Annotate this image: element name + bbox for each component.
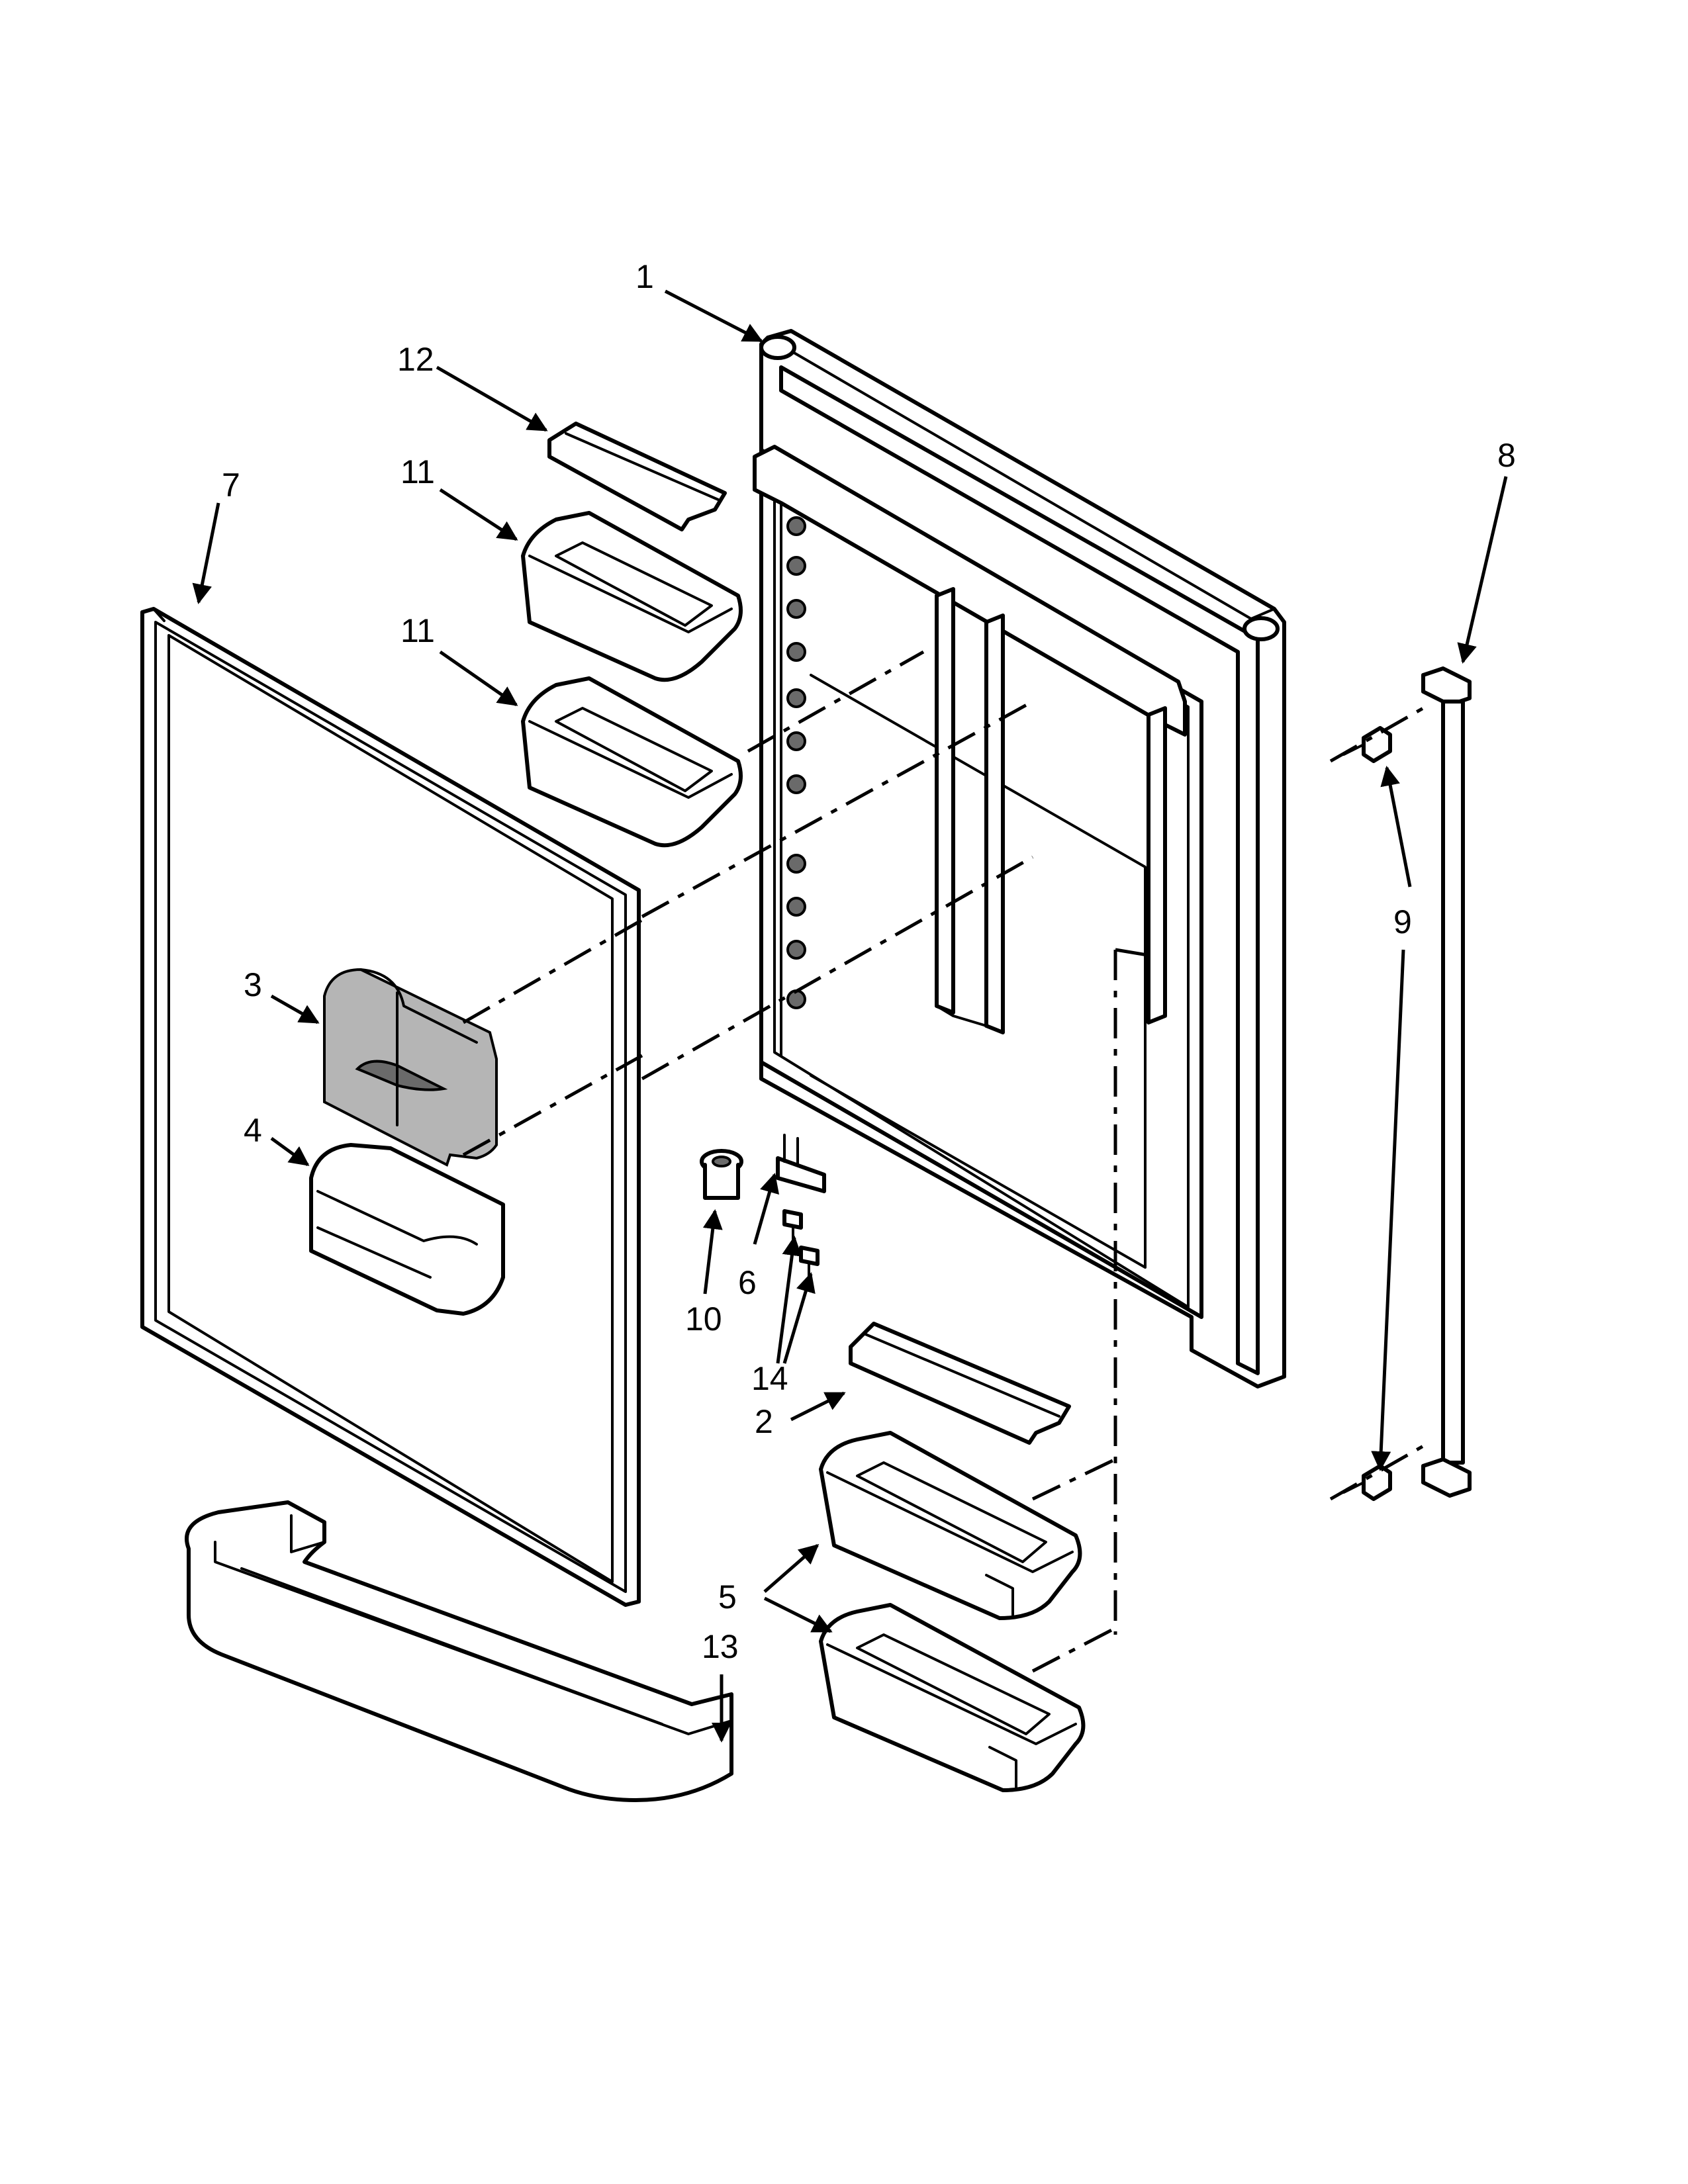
callout-1: 1 bbox=[635, 258, 654, 295]
shelf-peg-row bbox=[786, 516, 806, 1009]
callout-11-lower: 11 bbox=[400, 612, 435, 649]
top-shelf-cover bbox=[547, 422, 727, 531]
callout-6: 6 bbox=[738, 1264, 757, 1301]
callout-3: 3 bbox=[244, 966, 262, 1003]
outer-door-frame bbox=[753, 329, 1286, 1388]
leader-lines bbox=[192, 289, 1508, 1743]
callout-labels: 1 12 11 11 7 8 9 3 4 10 6 14 2 5 13 bbox=[222, 258, 1516, 1665]
callout-12: 12 bbox=[397, 341, 434, 378]
callout-7: 7 bbox=[222, 467, 240, 504]
dispenser-cover bbox=[323, 968, 498, 1167]
door-handle bbox=[1421, 666, 1472, 1498]
callout-11-upper: 11 bbox=[400, 453, 435, 490]
hinge-bushing bbox=[700, 1149, 743, 1200]
large-door-bin bbox=[185, 1500, 733, 1802]
lower-shelf-cover bbox=[849, 1322, 1071, 1445]
callout-14: 14 bbox=[751, 1360, 788, 1397]
upper-door-bin-2 bbox=[521, 676, 743, 848]
lower-door-bin-1 bbox=[819, 1431, 1082, 1620]
callout-2: 2 bbox=[755, 1403, 773, 1440]
alignment-lines bbox=[462, 650, 1425, 1673]
callout-8: 8 bbox=[1497, 437, 1516, 474]
callout-13: 13 bbox=[702, 1628, 739, 1665]
callout-5: 5 bbox=[718, 1578, 737, 1615]
callout-10: 10 bbox=[685, 1300, 722, 1338]
hinge-screws bbox=[782, 1209, 820, 1279]
callout-4: 4 bbox=[244, 1112, 262, 1149]
hinge-bracket bbox=[776, 1134, 826, 1193]
callout-9: 9 bbox=[1393, 903, 1412, 940]
upper-door-bin-1 bbox=[521, 511, 743, 682]
lower-door-bin-2 bbox=[819, 1603, 1086, 1792]
dispenser-tray bbox=[309, 1143, 505, 1316]
